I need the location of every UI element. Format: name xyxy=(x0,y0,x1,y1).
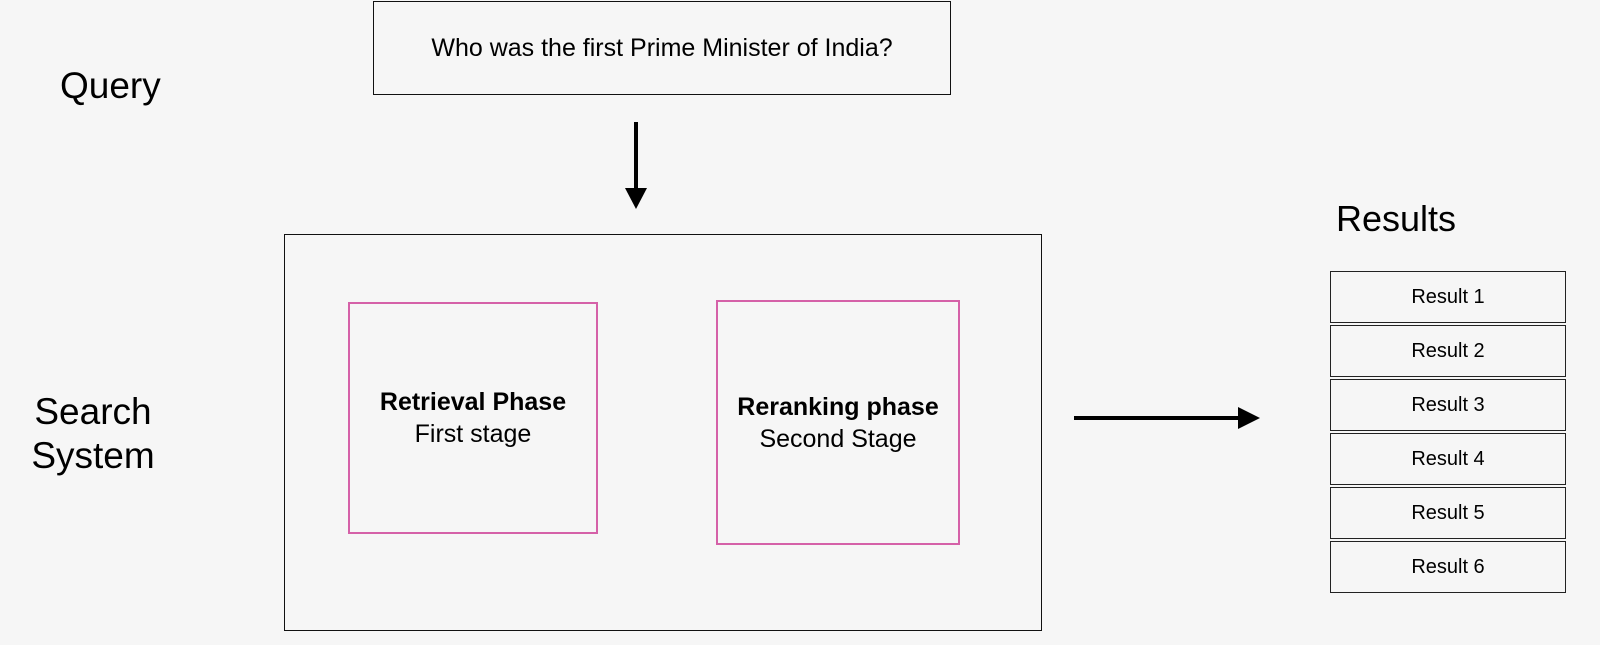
query-box: Who was the first Prime Minister of Indi… xyxy=(373,1,951,95)
reranking-phase-box: Reranking phase Second Stage xyxy=(716,300,960,545)
result-label-3: Result 3 xyxy=(1411,393,1485,416)
result-item-3: Result 3 xyxy=(1330,379,1566,431)
result-label-1: Result 1 xyxy=(1411,285,1485,308)
query-label: Query xyxy=(60,65,161,106)
result-label-4: Result 4 xyxy=(1411,447,1485,470)
retrieval-phase-box: Retrieval Phase First stage xyxy=(348,302,598,534)
search-system-label: Search System xyxy=(28,390,158,478)
result-label-6: Result 6 xyxy=(1411,555,1485,578)
reranking-phase-subtitle: Second Stage xyxy=(759,424,917,453)
search-system-box xyxy=(284,234,1042,631)
result-item-5: Result 5 xyxy=(1330,487,1566,539)
search-system-label-line-1: Search xyxy=(34,391,152,432)
down-arrow-icon xyxy=(625,122,647,209)
result-label-5: Result 5 xyxy=(1411,501,1485,524)
right-arrow-icon xyxy=(1074,407,1260,429)
result-label-2: Result 2 xyxy=(1411,339,1485,362)
reranking-phase-title: Reranking phase xyxy=(737,392,939,421)
retrieval-phase-subtitle: First stage xyxy=(414,420,532,448)
search-system-label-line-2: System xyxy=(31,435,155,476)
query-text: Who was the first Prime Minister of Indi… xyxy=(431,33,893,62)
result-item-2: Result 2 xyxy=(1330,325,1566,377)
result-item-4: Result 4 xyxy=(1330,433,1566,485)
retrieval-phase-title: Retrieval Phase xyxy=(379,388,567,416)
result-item-6: Result 6 xyxy=(1330,541,1566,593)
results-heading: Results xyxy=(1336,198,1457,239)
result-item-1: Result 1 xyxy=(1330,271,1566,323)
